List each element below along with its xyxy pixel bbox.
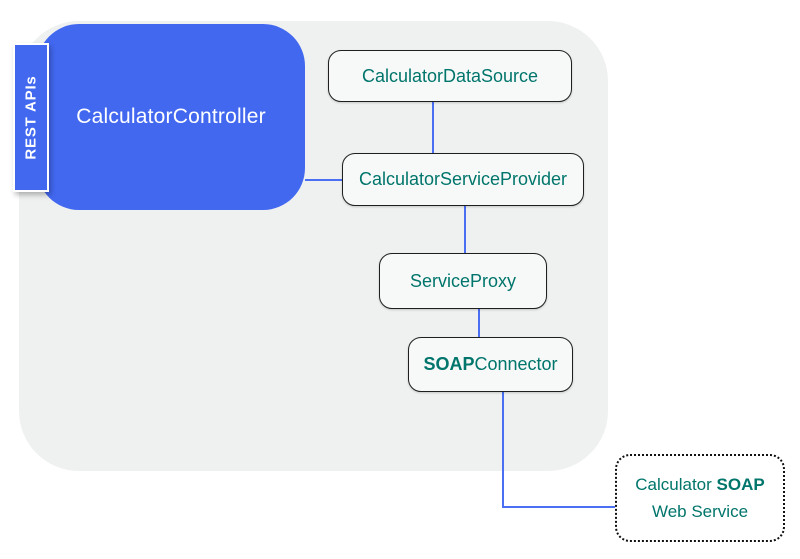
web-service-label-bold: SOAP <box>716 475 765 494</box>
node-calculator-soap-web-service-line1: Calculator SOAP <box>635 471 764 498</box>
node-calculator-data-source: CalculatorDataSource <box>328 50 572 102</box>
connector-datasource-to-serviceprovider <box>432 102 434 153</box>
connector-serviceproxy-to-soapconnector <box>478 309 480 337</box>
connector-to-soap-web-service <box>502 506 615 508</box>
node-calculator-controller-label: CalculatorController <box>76 105 266 128</box>
node-soap-connector: SOAPConnector <box>408 337 573 392</box>
connector-serviceprovider-to-serviceproxy <box>464 206 466 253</box>
node-calculator-soap-web-service: Calculator SOAP Web Service <box>615 454 785 542</box>
rest-apis-tab: REST APIs <box>13 43 49 192</box>
connector-controller-to-serviceprovider <box>305 179 342 181</box>
node-calculator-data-source-label: CalculatorDataSource <box>361 65 539 86</box>
rest-apis-tab-label: REST APIs <box>22 75 40 160</box>
node-calculator-soap-web-service-line2: Web Service <box>651 502 749 521</box>
node-calculator-service-provider-label: CalculatorServiceProvider <box>358 169 568 189</box>
node-service-proxy: ServiceProxy <box>379 253 547 309</box>
node-soap-connector-label-regular: Connector <box>474 354 558 374</box>
node-soap-connector-label: SOAPConnector <box>423 354 557 375</box>
node-service-proxy-label: ServiceProxy <box>409 270 517 291</box>
node-calculator-controller: CalculatorController <box>37 24 305 210</box>
node-soap-connector-label-bold: SOAP <box>423 354 475 374</box>
web-service-label-regular: Calculator <box>635 475 717 494</box>
connector-soapconnector-down-segment <box>502 392 504 508</box>
node-calculator-service-provider: CalculatorServiceProvider <box>342 153 584 206</box>
